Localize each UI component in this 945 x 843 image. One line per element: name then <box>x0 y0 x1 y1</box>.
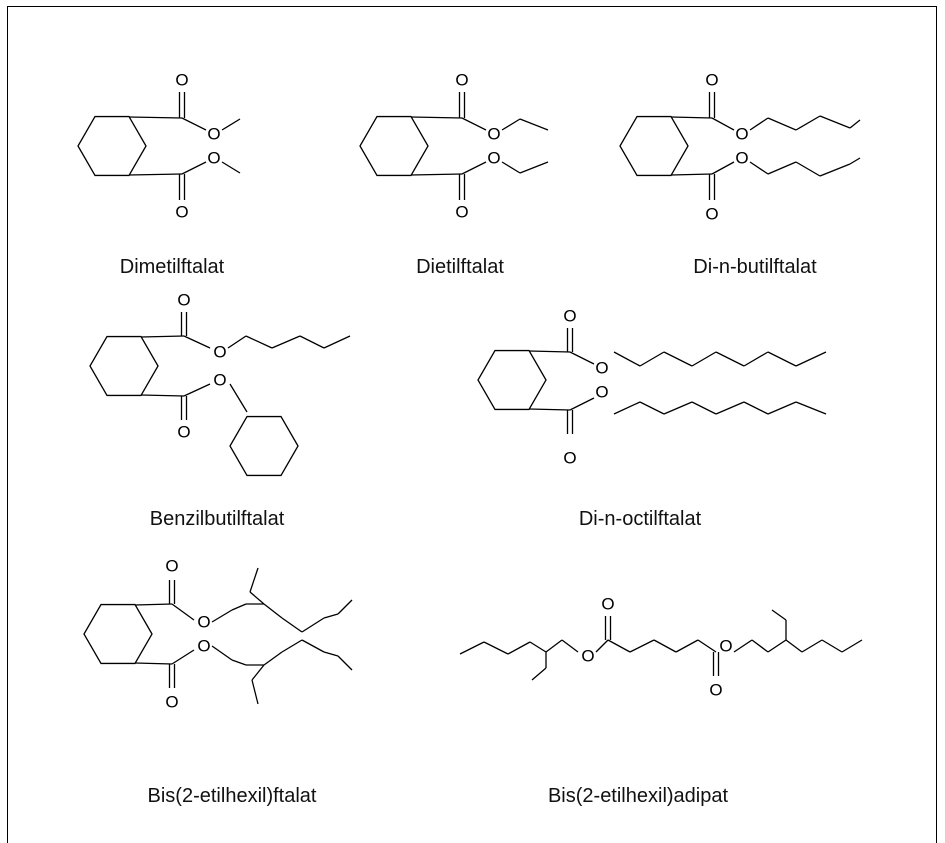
oxygen-atom-label: O <box>563 307 576 326</box>
caption-di-n-octilftalat: Di-n-octilftalat <box>578 508 702 530</box>
bond-lines <box>459 609 863 681</box>
bond-lines <box>528 328 827 434</box>
figure-frame <box>7 6 937 843</box>
oxygen-atom-label: O <box>455 71 468 90</box>
oxygen-atom-label: O <box>197 613 210 632</box>
oxygen-atom-label: O <box>213 343 226 362</box>
oxygen-atom-label: O <box>581 647 594 666</box>
oxygen-atom-label: O <box>213 371 226 390</box>
oxygen-atom-label: O <box>207 125 220 144</box>
oxygen-atom-label: O <box>487 125 500 144</box>
oxygen-atom-label: O <box>735 125 748 144</box>
benzene-ring <box>359 115 429 177</box>
oxygen-atom-label: O <box>197 637 210 656</box>
benzene-ring <box>77 115 147 177</box>
benzene-ring <box>229 415 299 477</box>
caption-benzilbutilftalat: Benzilbutilftalat <box>149 508 285 530</box>
caption-bis-2-etilhexil-adipat: Bis(2-etilhexil)adipat <box>547 785 729 807</box>
oxygen-atom-label: O <box>709 681 722 700</box>
oxygen-atom-label: O <box>563 449 576 468</box>
oxygen-atom-label: O <box>735 149 748 168</box>
oxygen-atom-label: O <box>207 149 220 168</box>
caption-dietilftalat: Dietilftalat <box>416 256 504 278</box>
bond-lines <box>140 312 351 420</box>
oxygen-atom-label: O <box>177 423 190 442</box>
oxygen-atom-label: O <box>455 203 468 222</box>
oxygen-atom-label: O <box>601 595 614 614</box>
bond-lines <box>670 92 861 200</box>
oxygen-atom-label: O <box>719 637 732 656</box>
bond-lines <box>128 92 241 200</box>
bond-lines <box>134 567 353 705</box>
oxygen-atom-label: O <box>175 203 188 222</box>
caption-di-n-butilftalat: Di-n-butilftalat <box>693 256 817 278</box>
caption-bis-2-etilhexil-ftalat: Bis(2-etilhexil)ftalat <box>147 785 317 807</box>
oxygen-atom-label: O <box>595 359 608 378</box>
oxygen-atom-label: O <box>487 149 500 168</box>
oxygen-atom-label: O <box>175 71 188 90</box>
oxygen-atom-label: O <box>705 205 718 224</box>
oxygen-atom-label: O <box>177 291 190 310</box>
oxygen-atom-label: O <box>165 693 178 712</box>
bond-lines <box>410 92 549 200</box>
oxygen-atom-label: O <box>595 383 608 402</box>
caption-dimetilftalat: Dimetilftalat <box>119 256 225 278</box>
oxygen-atom-label: O <box>165 557 178 576</box>
oxygen-atom-label: O <box>705 71 718 90</box>
benzene-ring <box>619 115 689 177</box>
